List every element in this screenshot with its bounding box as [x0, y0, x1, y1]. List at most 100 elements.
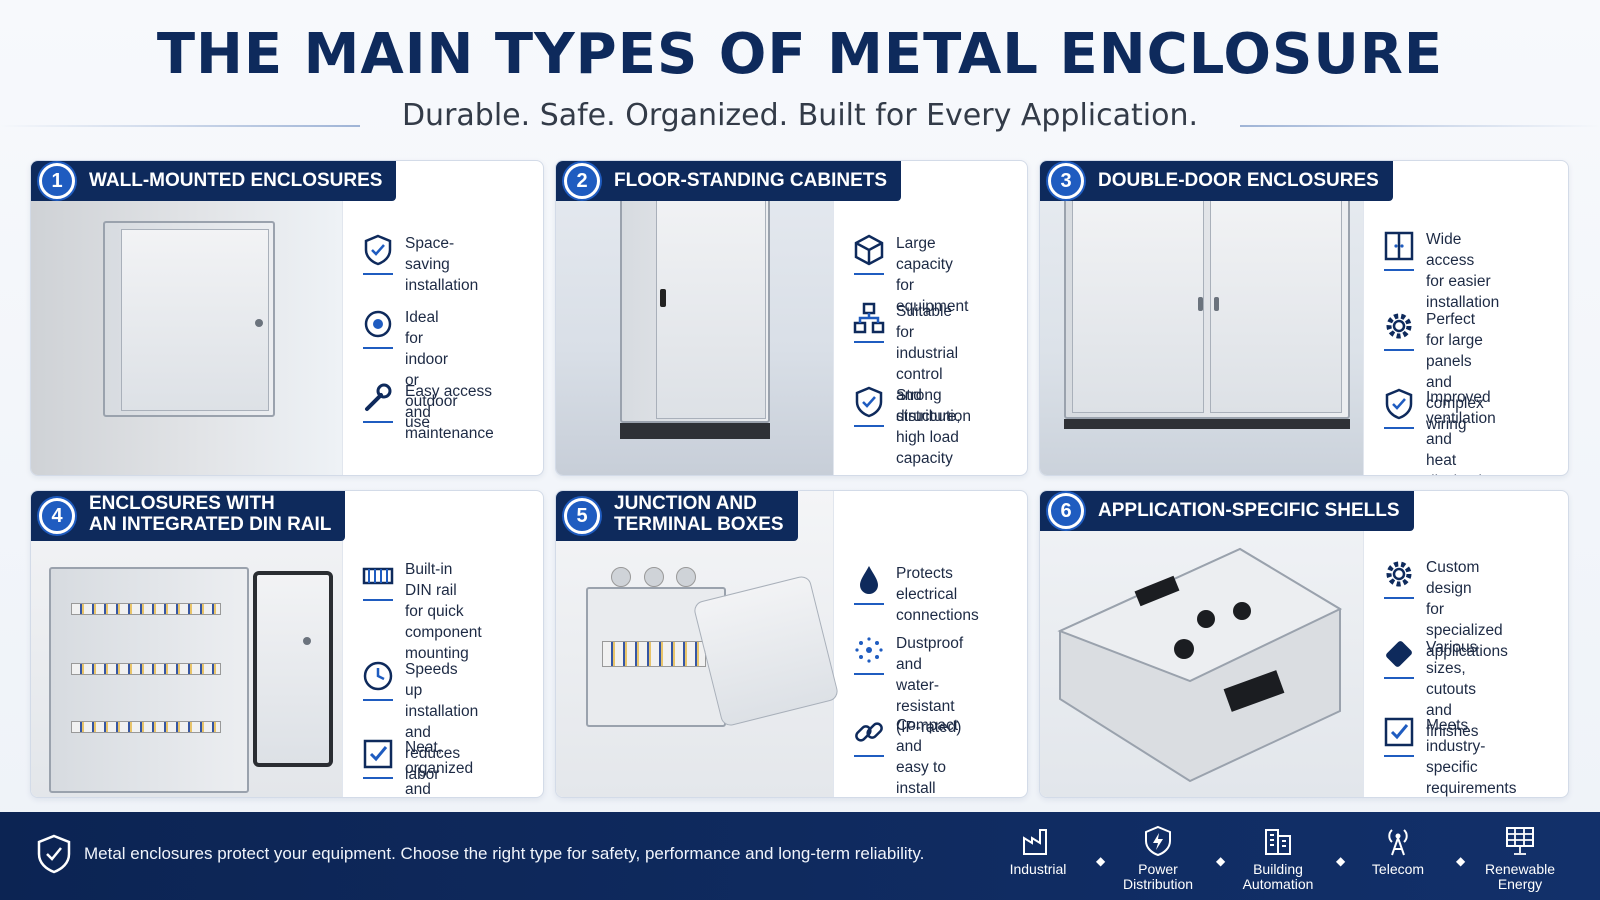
card-title-text: DOUBLE-DOOR ENCLOSURES: [1098, 170, 1379, 191]
feature-list: Space-saving installation Ideal for indo…: [343, 161, 543, 475]
card-title-text: APPLICATION-SPECIFIC SHELLS: [1098, 500, 1400, 521]
power-icon: [1141, 824, 1175, 858]
header: THE MAIN TYPES OF METAL ENCLOSURE Durabl…: [0, 0, 1600, 150]
card-title: 1 WALL-MOUNTED ENCLOSURES: [31, 161, 397, 201]
feature-text: Custom design for specialized applicatio…: [1426, 559, 1508, 660]
feature-list: Custom design for specialized applicatio…: [1364, 491, 1568, 797]
feature-text: Dustproof and water-resistant (IP-rated): [896, 635, 964, 736]
feature-text: Meets industry- specific requirements: [1426, 717, 1517, 797]
shield-check-icon: [852, 385, 886, 427]
app-label: Renewable Energy: [1484, 861, 1556, 892]
wrench-icon: [361, 381, 395, 423]
feature-text: Various sizes, cutouts and finishes: [1426, 639, 1479, 740]
card-application-specific[interactable]: 6 APPLICATION-SPECIFIC SHELLS Custom desi…: [1039, 490, 1569, 798]
custom-shell-drawing: [1057, 547, 1343, 783]
badge-number: 1: [39, 163, 75, 199]
checkbox-icon: [361, 737, 395, 779]
gear-icon: [1382, 557, 1416, 599]
feature-list: Wide access for easier installation Perf…: [1364, 161, 1568, 475]
app-industrial[interactable]: Industrial: [988, 824, 1088, 877]
link-icon: [852, 715, 886, 757]
badge-number: 4: [39, 498, 75, 534]
card-title-text: ENCLOSURES WITH AN INTEGRATED DIN RAIL: [89, 493, 332, 535]
header-divider-left: [0, 125, 360, 127]
feature-list: Built-in DIN rail for quick component mo…: [343, 491, 543, 797]
shield-check-icon: [1382, 387, 1416, 429]
card-title-text: FLOOR-STANDING CABINETS: [614, 170, 888, 191]
feature-text: Wide access for easier installation: [1426, 231, 1500, 311]
feature-text: Protects electrical connections: [896, 565, 979, 624]
feature-text: Easy access and maintenance: [405, 383, 494, 442]
app-telecom[interactable]: Telecom: [1348, 824, 1448, 877]
card-wall-mounted[interactable]: 1 WALL-MOUNTED ENCLOSURES Space-saving in…: [30, 160, 544, 476]
din-rail-enclosure-image: [31, 491, 343, 797]
gear-icon: [1382, 309, 1416, 351]
water-drop-icon: [852, 563, 886, 605]
separator-diamond: ◆: [1336, 854, 1346, 868]
app-label: Building Automation: [1242, 861, 1314, 892]
dust-icon: [852, 633, 886, 675]
badge-number: 2: [564, 163, 600, 199]
double-door-enclosure-image: [1040, 161, 1364, 475]
footer-message: Metal enclosures protect your equipment.…: [84, 844, 925, 863]
cube-icon: [852, 233, 886, 275]
shield-check-icon: [361, 233, 395, 275]
checkbox-icon: [1382, 715, 1416, 757]
feature-list: Protects electrical connections Dustproo…: [834, 491, 1027, 797]
header-divider-right: [1240, 125, 1600, 127]
card-title: 5 JUNCTION AND TERMINAL BOXES: [556, 491, 798, 541]
page-title: THE MAIN TYPES OF METAL ENCLOSURE: [156, 22, 1444, 87]
badge-number: 3: [1048, 163, 1084, 199]
feature-text: Ideal for indoor or outdoor use: [405, 309, 458, 431]
card-title: 6 APPLICATION-SPECIFIC SHELLS: [1040, 491, 1414, 531]
application-shell-image: [1040, 491, 1364, 797]
din-rail-icon: [361, 559, 395, 601]
feature-text: Neat, organized and reliable: [405, 739, 474, 798]
card-double-door[interactable]: 3 DOUBLE-DOOR ENCLOSURES Wide access for …: [1039, 160, 1569, 476]
page-subtitle: Durable. Safe. Organized. Built for Ever…: [401, 98, 1199, 133]
clock-icon: [361, 659, 395, 701]
solar-panel-icon: [1503, 824, 1537, 858]
card-junction-boxes[interactable]: 5 JUNCTION AND TERMINAL BOXES Protects el…: [555, 490, 1028, 798]
building-icon: [1261, 824, 1295, 858]
separator-diamond: ◆: [1096, 854, 1106, 868]
app-label: Power Distribution: [1122, 861, 1194, 892]
network-icon: [852, 301, 886, 343]
separator-diamond: ◆: [1456, 854, 1466, 868]
badge-number: 6: [1048, 493, 1084, 529]
card-floor-standing[interactable]: 2 FLOOR-STANDING CABINETS Large capacity …: [555, 160, 1028, 476]
card-title: 2 FLOOR-STANDING CABINETS: [556, 161, 902, 201]
app-label: Industrial: [1009, 861, 1067, 877]
shield-check-icon: [36, 834, 72, 874]
separator-diamond: ◆: [1216, 854, 1226, 868]
double-door-icon: [1382, 229, 1416, 271]
card-title: 4 ENCLOSURES WITH AN INTEGRATED DIN RAIL: [31, 491, 346, 541]
card-title: 3 DOUBLE-DOOR ENCLOSURES: [1040, 161, 1393, 201]
wall-mounted-enclosure-image: [31, 161, 343, 475]
feature-text: Compact and easy to install: [896, 717, 959, 797]
feature-text: Improved ventilation and heat dissipatio…: [1426, 389, 1499, 475]
feature-text: Large capacity for equipment: [896, 235, 969, 315]
feature-text: Built-in DIN rail for quick component mo…: [405, 561, 482, 662]
app-building-automation[interactable]: Building Automation: [1228, 824, 1328, 892]
feature-list: Large capacity for equipment Suitable fo…: [834, 161, 1027, 475]
junction-box-image: [556, 491, 840, 797]
tag-icon: [1382, 637, 1416, 679]
gear-badge-icon: [361, 307, 395, 349]
app-label: Telecom: [1371, 861, 1425, 877]
feature-text: Space-saving installation: [405, 235, 479, 294]
antenna-icon: [1381, 824, 1415, 858]
factory-icon: [1021, 824, 1055, 858]
feature-text: Strong structure, high load capacity: [896, 387, 961, 467]
app-power-distribution[interactable]: Power Distribution: [1108, 824, 1208, 892]
badge-number: 5: [564, 498, 600, 534]
feature-text: Suitable for industrial control and dist…: [896, 303, 971, 425]
feature-text: Perfect for large panels and complex wir…: [1426, 311, 1484, 433]
footer-bar: Metal enclosures protect your equipment.…: [0, 812, 1600, 900]
app-renewable-energy[interactable]: Renewable Energy: [1470, 824, 1570, 892]
floor-standing-cabinet-image: [556, 161, 834, 475]
card-title-text: JUNCTION AND TERMINAL BOXES: [614, 493, 784, 535]
feature-text: Speeds up installation and reduces labor: [405, 661, 479, 783]
card-title-text: WALL-MOUNTED ENCLOSURES: [89, 170, 383, 191]
